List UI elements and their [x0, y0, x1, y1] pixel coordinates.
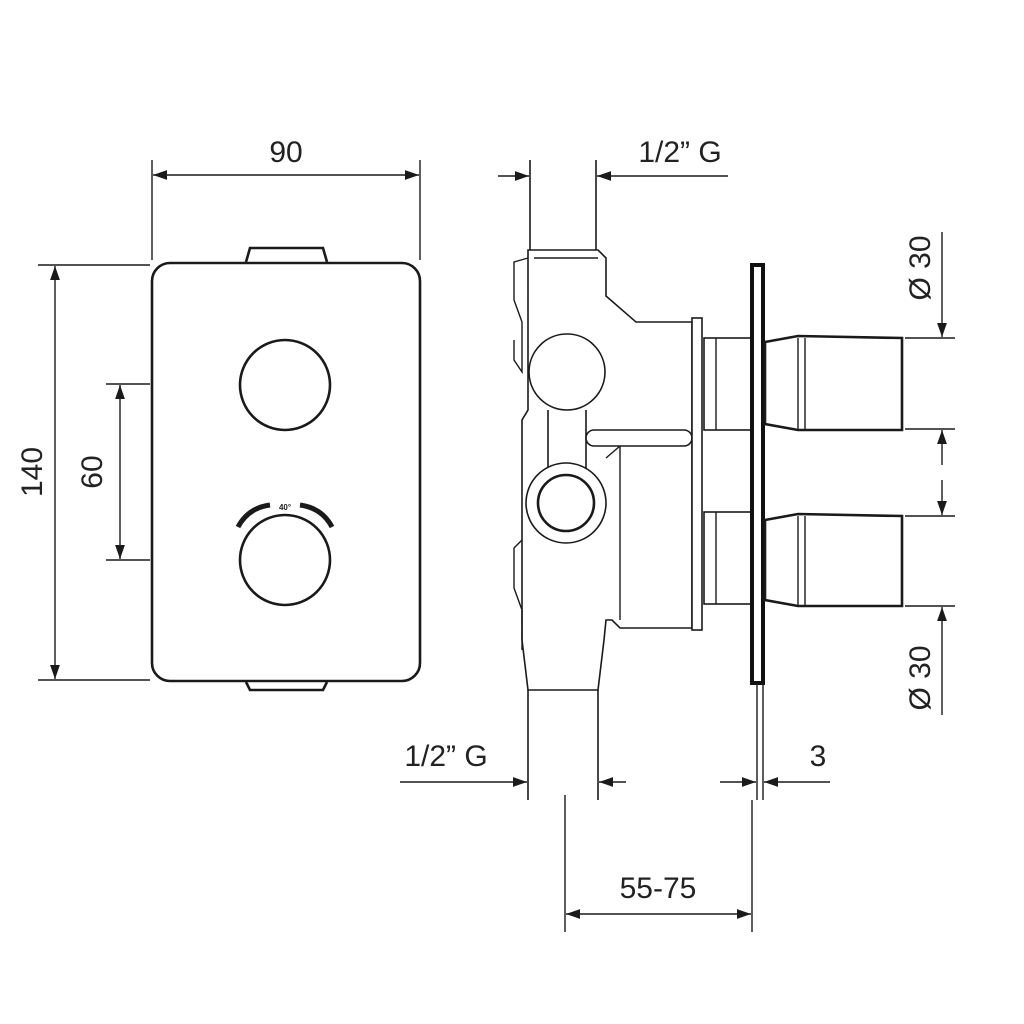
top-tab: [244, 246, 329, 263]
upper-port: [528, 333, 606, 411]
bottom-tab: [244, 681, 329, 692]
lower-knob-side: [763, 512, 904, 608]
front-dimensions: 90 140 60: [16, 136, 421, 681]
side-dimensions: 1/2” G 1/2” G 3 55-75 Ø 30 Ø 30: [400, 136, 955, 932]
temperature-arc-left: [235, 502, 271, 529]
mounting-bracket-upper: [513, 257, 529, 375]
mounting-bracket-lower: [513, 539, 523, 650]
inlet-top-label: 1/2” G: [638, 136, 721, 169]
temperature-arc-right: [299, 502, 335, 529]
lower-knob: [238, 513, 332, 607]
lower-port-inner: [536, 473, 596, 533]
width-label: 90: [269, 136, 302, 169]
depth-label: 55-75: [620, 872, 697, 905]
inlet-bottom-label: 1/2” G: [404, 740, 487, 773]
plate-thickness-label: 3: [810, 740, 827, 773]
height-label: 140: [16, 447, 49, 497]
rear-flange: [691, 317, 703, 631]
temperature-mark: 40°: [279, 503, 291, 512]
front-view: 40°: [150, 246, 422, 692]
side-view: [513, 160, 904, 800]
top-inlet-pipe: [529, 160, 597, 250]
upper-knob-side: [763, 334, 904, 432]
faceplate: [150, 261, 422, 683]
upper-knob: [238, 338, 332, 432]
cross-bar: [585, 429, 693, 447]
knob-spacing-label: 60: [76, 455, 109, 488]
diameter-top-label: Ø 30: [904, 235, 937, 300]
wall-plate: [750, 263, 765, 685]
bottom-outlet-pipe: [527, 690, 599, 800]
diameter-bottom-label: Ø 30: [904, 645, 937, 710]
